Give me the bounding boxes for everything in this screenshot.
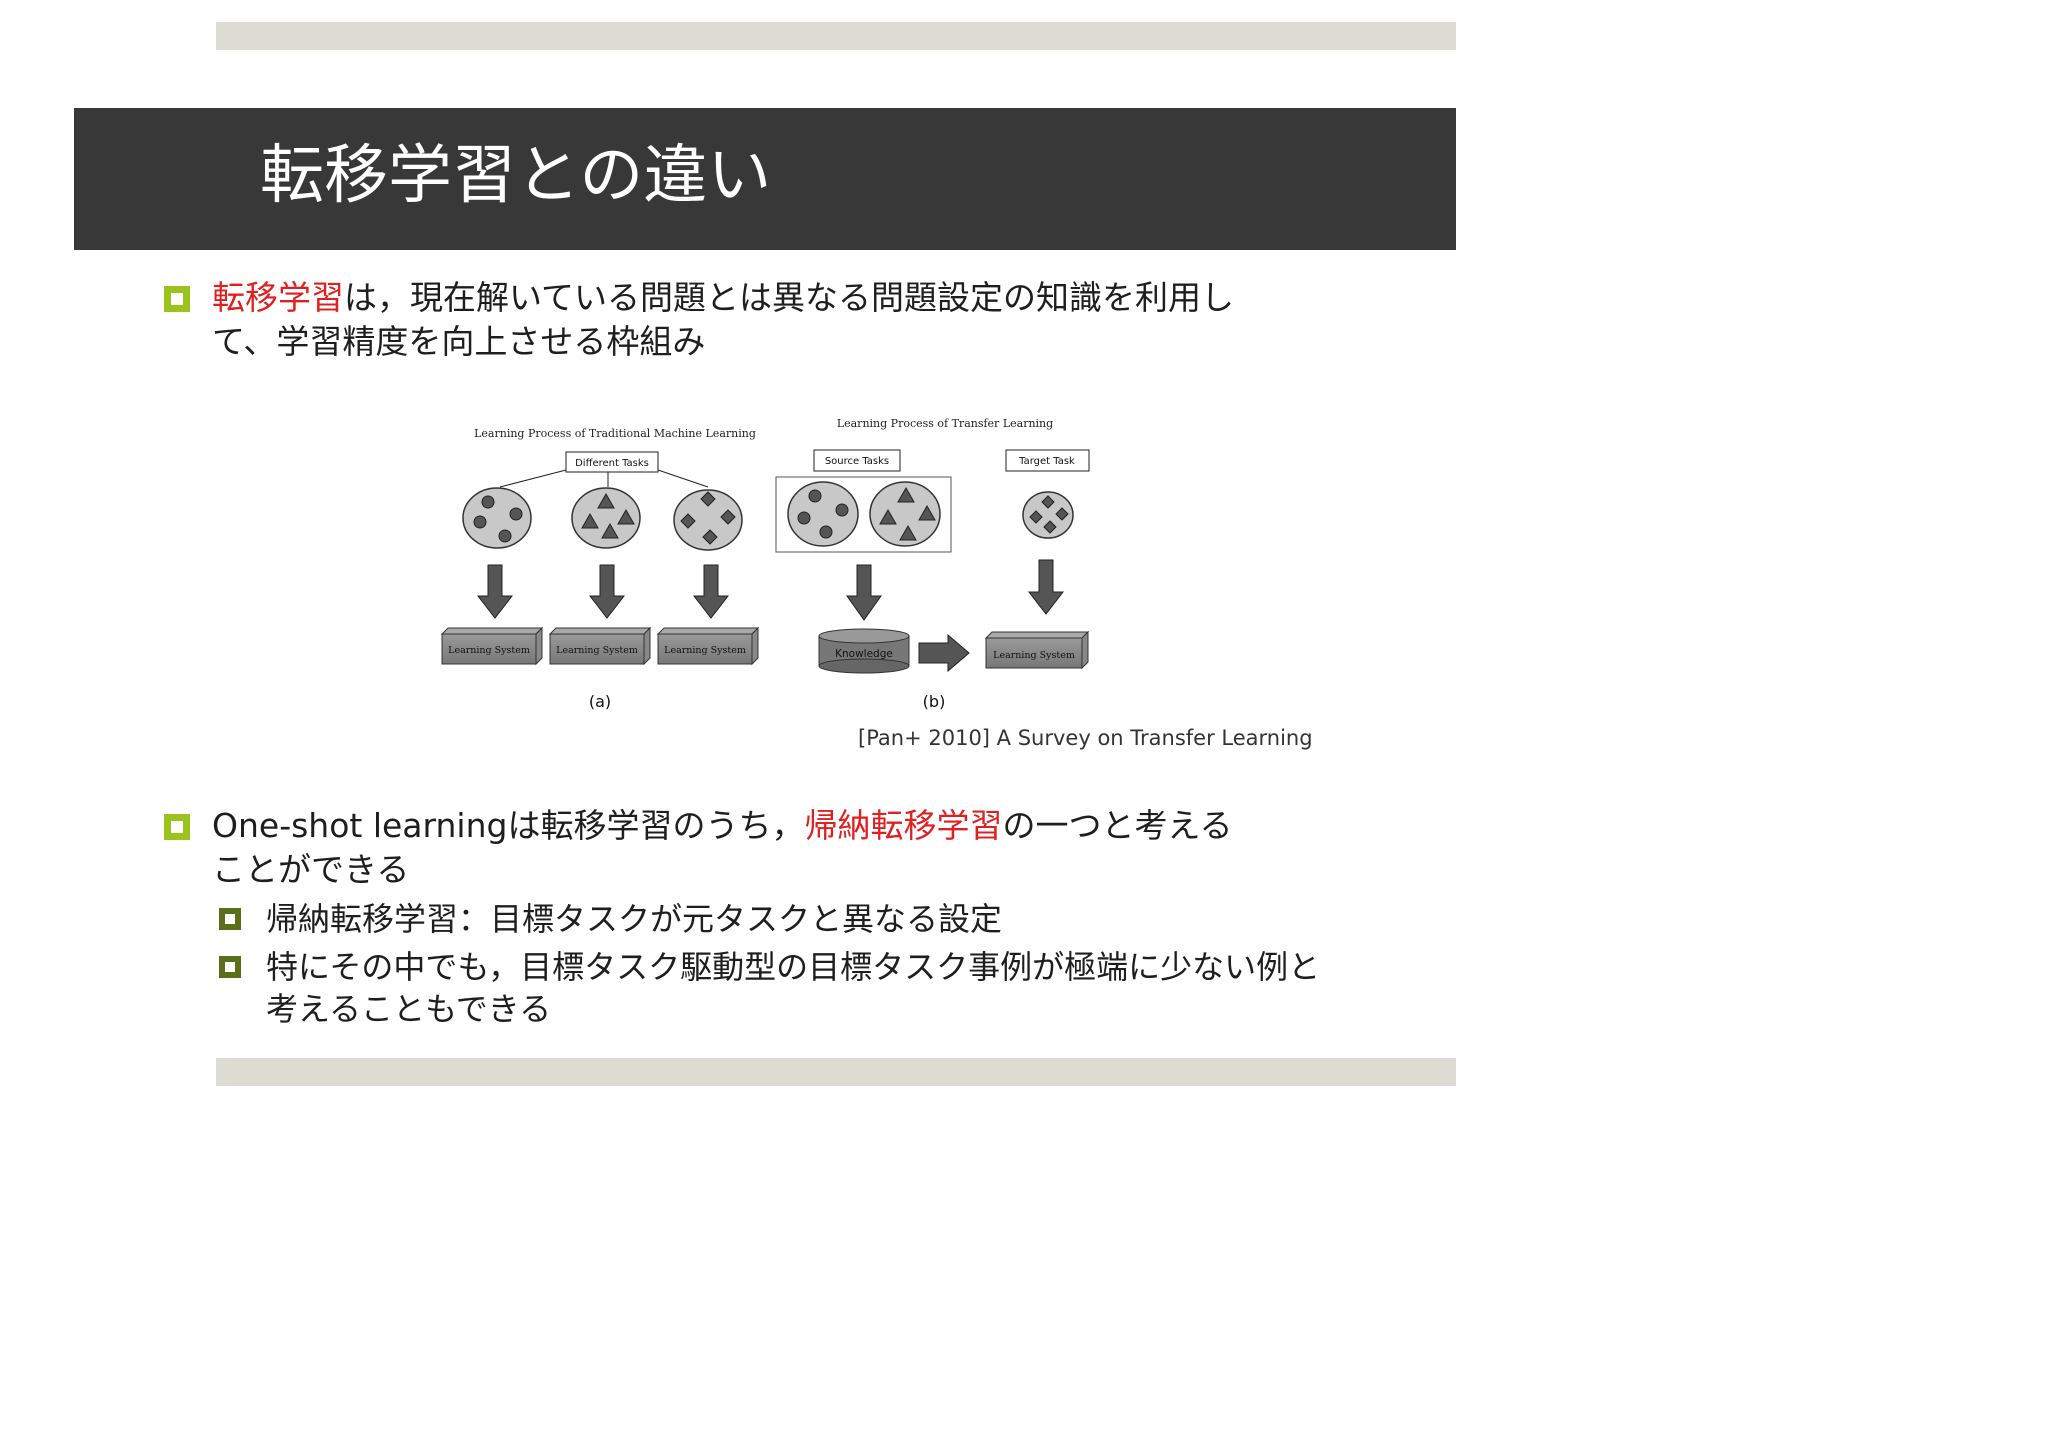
citation: [Pan+ 2010] A Survey on Transfer Learnin… — [858, 726, 1313, 750]
right-arrow-icon — [918, 633, 970, 673]
bullet1-line2: て、学習精度を向上させる枠組み — [212, 322, 706, 361]
transfer-learning-diagram: Learning Process of Traditional Machine … — [440, 417, 1090, 711]
title-bar: 転移学習との違い — [74, 108, 1456, 250]
bullet2-prefix: One-shot learningは転移学習のうち， — [212, 806, 805, 845]
sub-bullet-square-icon — [219, 956, 241, 978]
different-tasks-label: Different Tasks — [575, 458, 649, 469]
source-tasks-box — [813, 449, 901, 472]
sub-bullet-target-driven: 特にその中でも，目標タスク駆動型の目標タスク事例が極端に少ない例と 考えることも… — [266, 946, 1456, 1030]
down-arrow-icon — [1027, 559, 1065, 615]
highlight-inductive-transfer: 帰納転移学習 — [804, 806, 1003, 845]
bullet-one-shot-learning: One-shot learningは転移学習のうち，帰納転移学習の一つと考える … — [212, 804, 1452, 892]
learning-system-label: Learning System — [993, 650, 1075, 661]
sub-bullet-inductive-definition: 帰納転移学習：目標タスクが元タスクと異なる設定 — [266, 898, 1456, 940]
task-set-triangles — [571, 487, 641, 549]
panel-b-title: Learning Process of Transfer Learning — [837, 417, 1053, 430]
sub-bullet2-line1: 特にその中でも，目標タスク駆動型の目標タスク事例が極端に少ない例と — [266, 948, 1321, 986]
bullet-transfer-learning-definition: 転移学習は，現在解いている問題とは異なる問題設定の知識を利用し て、学習精度を向… — [212, 276, 1452, 364]
task-set-diamonds — [673, 489, 743, 551]
bullet-square-icon — [164, 814, 190, 840]
bullet2-suffix: の一つと考える — [1002, 806, 1233, 845]
knowledge-label: Knowledge — [835, 648, 893, 660]
target-task-box — [1005, 449, 1090, 472]
bullet2-line2: ことができる — [212, 850, 410, 889]
panel-a-caption: (a) — [589, 692, 611, 711]
learning-system-box: Learning System — [656, 626, 760, 666]
task-set-circles — [462, 487, 532, 549]
sub-bullet1-text: 帰納転移学習：目標タスクが元タスクと異なる設定 — [266, 900, 1003, 938]
down-arrow-icon — [846, 564, 882, 621]
learning-system-box: Learning System — [984, 630, 1090, 670]
connector-line — [657, 469, 709, 488]
learning-system-box: Learning System — [548, 626, 652, 666]
source-task-triangles — [869, 481, 941, 547]
learning-system-label: Learning System — [556, 645, 638, 656]
learning-system-box: Learning System — [440, 626, 544, 666]
target-task-diamonds — [1022, 491, 1074, 539]
source-tasks-label: Source Tasks — [825, 456, 889, 467]
knowledge-cylinder: Knowledge — [818, 628, 910, 674]
down-arrow-icon — [476, 564, 514, 619]
bullet1-line1: は，現在解いている問題とは異なる問題設定の知識を利用し — [344, 278, 1235, 317]
learning-system-label: Learning System — [448, 645, 530, 656]
learning-system-label: Learning System — [664, 645, 746, 656]
panel-b-caption: (b) — [923, 692, 946, 711]
source-task-circles — [787, 481, 859, 547]
highlight-transfer-learning: 転移学習 — [212, 278, 344, 317]
different-tasks-box — [565, 451, 659, 473]
sub-bullet2-line2: 考えることもできる — [266, 990, 552, 1028]
panel-a-title: Learning Process of Traditional Machine … — [474, 427, 756, 440]
down-arrow-icon — [692, 564, 730, 619]
top-decorative-band — [216, 22, 1456, 50]
connector-line — [499, 469, 567, 488]
bottom-decorative-band — [216, 1058, 1456, 1086]
bullet-square-icon — [164, 286, 190, 312]
sub-bullet-square-icon — [219, 908, 241, 930]
slide-title: 転移学習との違い — [260, 139, 772, 213]
target-task-label: Target Task — [1018, 456, 1075, 467]
down-arrow-icon — [588, 564, 626, 619]
